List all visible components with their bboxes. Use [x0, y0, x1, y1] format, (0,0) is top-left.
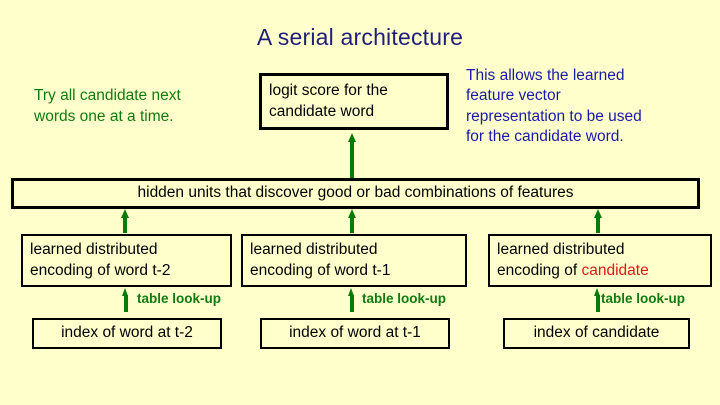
arrow-lookup-1 — [122, 288, 129, 312]
left-annotation-line-2: words one at a time. — [34, 107, 174, 125]
lookup-label-3: table look-up — [601, 291, 685, 306]
logit-score-line-1: logit score for the — [269, 82, 388, 100]
index-box-word-t-2[interactable]: index of word at t-2 — [32, 318, 222, 349]
index-box-1-label: index of word at t-2 — [61, 324, 193, 342]
encoding-box-1-line-1: learned distributed — [30, 241, 158, 259]
encoding-box-3-highlight: candidate — [581, 261, 649, 279]
encoding-box-word-t-1[interactable]: learned distributed encoding of word t-1 — [241, 234, 467, 287]
hidden-units-box[interactable]: hidden units that discover good or bad c… — [11, 178, 700, 209]
right-annotation-line-4: for the candidate word. — [466, 128, 624, 146]
encoding-box-3-text: encoding of — [497, 261, 582, 279]
arrow-lookup-2 — [348, 288, 355, 312]
index-box-candidate[interactable]: index of candidate — [503, 318, 690, 349]
index-box-3-label: index of candidate — [533, 324, 660, 342]
encoding-box-word-t-2[interactable]: learned distributed encoding of word t-2 — [21, 234, 232, 287]
hidden-units-label: hidden units that discover good or bad c… — [137, 184, 574, 202]
encoding-box-2-line-2: encoding of word t-1 — [243, 261, 465, 281]
page-title: A serial architecture — [256, 24, 464, 50]
arrow-encoding-1-to-hidden — [121, 209, 129, 233]
encoding-box-3-line-1: learned distributed — [497, 241, 625, 259]
right-annotation-line-1: This allows the learned — [466, 67, 625, 84]
right-annotation-line-2: feature vector — [466, 87, 561, 105]
encoding-box-2-line-1: learned distributed — [250, 241, 378, 259]
encoding-box-3-line-2: encoding of candidate — [490, 261, 710, 281]
right-annotation: This allows the learned feature vector r… — [466, 66, 706, 148]
index-box-word-t-1[interactable]: index of word at t-1 — [260, 318, 450, 349]
encoding-box-2-text: encoding of word t-1 — [250, 261, 391, 279]
encoding-box-candidate[interactable]: learned distributed encoding of candidat… — [488, 234, 712, 287]
logit-score-line-2: candidate word — [269, 102, 375, 120]
encoding-box-1-text: encoding of word t-2 — [30, 261, 171, 279]
left-annotation: Try all candidate next words one at a ti… — [34, 86, 254, 128]
arrow-hidden-to-logit — [348, 133, 356, 178]
left-annotation-line-1: Try all candidate next — [34, 87, 181, 104]
arrow-lookup-3 — [594, 288, 601, 312]
index-box-2-label: index of word at t-1 — [289, 324, 421, 342]
lookup-label-1: table look-up — [137, 291, 221, 306]
arrow-encoding-3-to-hidden — [594, 209, 602, 233]
lookup-label-2: table look-up — [362, 291, 446, 306]
arrow-encoding-2-to-hidden — [348, 209, 356, 233]
encoding-box-1-line-2: encoding of word t-2 — [23, 261, 230, 281]
right-annotation-line-3: representation to be used — [466, 107, 642, 125]
logit-score-box[interactable]: logit score for the candidate word — [259, 73, 449, 130]
